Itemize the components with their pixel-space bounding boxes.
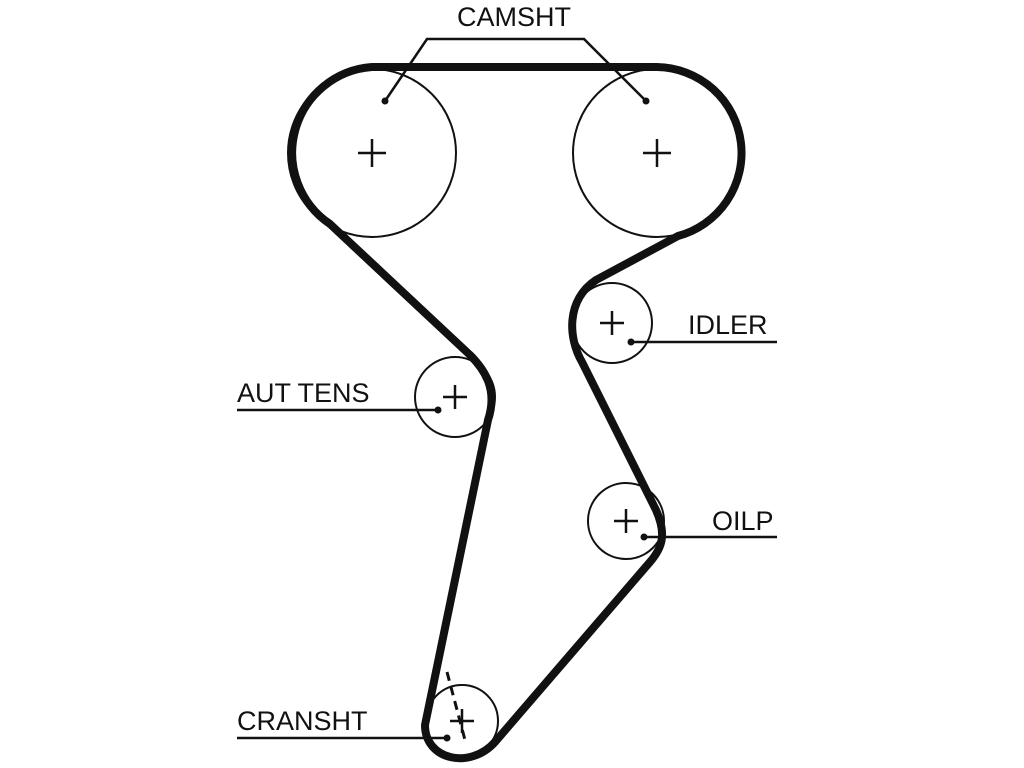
timing-belt [288,63,746,763]
crankshaft-label: CRANSHT [237,706,368,736]
oil-pump-leader [640,533,777,541]
camshaft-label: CAMSHT [457,2,571,32]
auto-tensioner-leader [237,406,442,414]
idler-leader [627,338,777,346]
crankshaft-timing-mark [445,671,467,741]
camshaft-leader [381,37,650,105]
oil-pump-label: OILP [712,506,774,536]
crankshaft-leader [237,734,451,742]
auto-tensioner-label: AUT TENS [237,378,370,408]
idler-label: IDLER [688,310,768,340]
